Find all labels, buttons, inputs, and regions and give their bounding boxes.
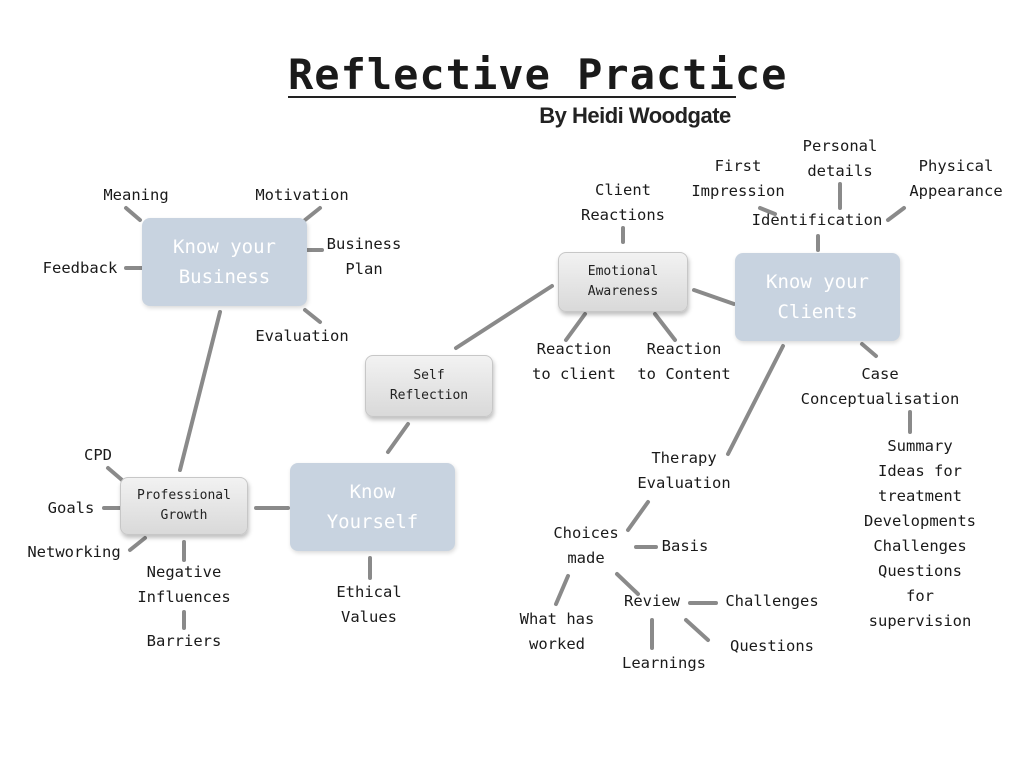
connector-choices-review bbox=[615, 572, 640, 596]
label-what-has-worked: What has worked bbox=[519, 610, 595, 653]
node-know-your-clients: Know your Clients bbox=[735, 253, 900, 341]
node-self-reflection: Self Reflection bbox=[365, 355, 493, 417]
label-motivation: Motivation bbox=[255, 186, 349, 204]
label-meaning: Meaning bbox=[103, 186, 169, 204]
connector-emotional-reactionclient bbox=[564, 312, 587, 342]
page-title: Reflective Practice bbox=[288, 50, 788, 99]
connector-identification-first bbox=[758, 206, 777, 216]
label-questions: Questions bbox=[730, 637, 814, 655]
connector-yourself-selfreflection bbox=[386, 422, 410, 454]
title-underline bbox=[288, 96, 736, 98]
connector-growth-cpd bbox=[106, 466, 124, 482]
connector-business-evaluation bbox=[303, 308, 322, 324]
label-feedback: Feedback bbox=[42, 259, 118, 277]
label-barriers: Barriers bbox=[146, 632, 222, 650]
label-physical-appearance: Physical Appearance bbox=[909, 157, 1003, 200]
node-professional-growth: Professional Growth bbox=[120, 477, 248, 535]
connector-emotional-clients bbox=[692, 288, 736, 306]
node-know-yourself: Know Yourself bbox=[290, 463, 455, 551]
label-evaluation: Evaluation bbox=[255, 327, 349, 345]
label-basis: Basis bbox=[661, 537, 709, 555]
node-emotional-awareness: Emotional Awareness bbox=[558, 252, 688, 312]
connector-identification-physical bbox=[886, 206, 906, 222]
connector-business-motivation bbox=[303, 206, 322, 222]
label-reaction-to-content: Reaction to Content bbox=[637, 340, 731, 383]
label-negative-influences: Negative Influences bbox=[137, 563, 231, 606]
connector-growth-networking bbox=[128, 536, 147, 552]
connector-choices-whathasworked bbox=[554, 574, 570, 606]
connector-clients-case bbox=[860, 342, 878, 358]
label-challenges: Challenges bbox=[725, 592, 819, 610]
label-client-reactions: Client Reactions bbox=[581, 181, 665, 224]
label-therapy-evaluation: Therapy Evaluation bbox=[637, 449, 731, 492]
label-review: Review bbox=[624, 592, 680, 610]
label-networking: Networking bbox=[27, 543, 121, 561]
label-personal-details: Personal details bbox=[802, 137, 878, 180]
connector-therapy-choices bbox=[626, 500, 650, 532]
label-reaction-to-client: Reaction to client bbox=[532, 340, 616, 383]
connector-business-meaning bbox=[124, 206, 142, 222]
label-business-plan: Business Plan bbox=[326, 235, 402, 278]
label-case-details: Summary Ideas for treatment Developments… bbox=[864, 437, 976, 630]
label-first-impression: First Impression bbox=[691, 157, 785, 200]
connector-clients-therapy bbox=[726, 344, 785, 456]
connector-emotional-reactioncontent bbox=[653, 312, 677, 342]
label-learnings: Learnings bbox=[622, 654, 706, 672]
connector-review-questions bbox=[684, 618, 710, 642]
label-identification: Identification bbox=[751, 211, 883, 229]
label-ethical-values: Ethical Values bbox=[336, 583, 402, 626]
node-know-your-business: Know your Business bbox=[142, 218, 307, 306]
author-byline: By Heidi Woodgate bbox=[539, 103, 731, 128]
connector-business-growth bbox=[178, 310, 222, 472]
label-cpd: CPD bbox=[84, 446, 112, 464]
label-goals: Goals bbox=[47, 499, 95, 517]
label-case-conceptualisation: Case Conceptualisation bbox=[800, 365, 960, 408]
connector-selfreflection-emotional bbox=[454, 284, 554, 350]
label-choices-made: Choices made bbox=[553, 524, 619, 567]
